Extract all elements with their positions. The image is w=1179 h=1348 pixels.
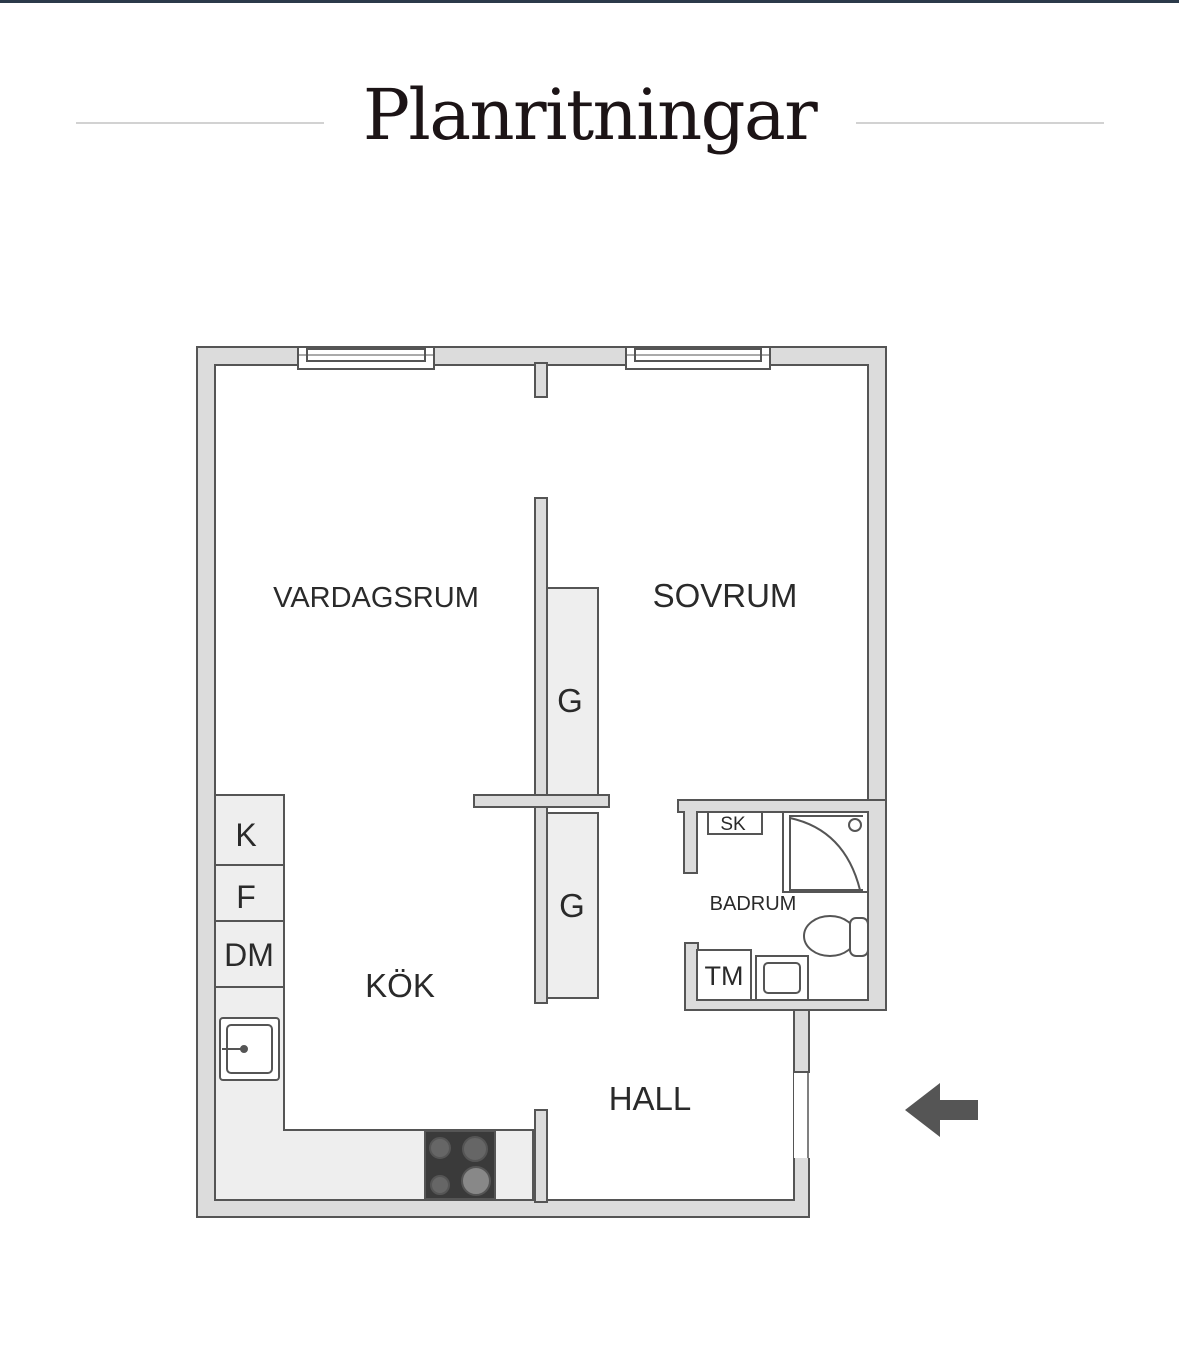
header: Planritningar [0, 60, 1179, 180]
washer-tm [696, 949, 752, 1001]
top-border [0, 0, 1179, 3]
wardrobe-upper [546, 587, 599, 801]
bathroom-wall [677, 799, 887, 1011]
room-hall: HALL [609, 1080, 692, 1117]
stove [424, 1130, 496, 1200]
closet-label: SK [720, 814, 746, 835]
wardrobe-lower-label: G [559, 887, 585, 924]
shower [782, 811, 869, 893]
wall-stub-top [534, 362, 548, 398]
hall-wall [534, 1109, 548, 1203]
wardrobe-lower [546, 812, 599, 999]
window-sovrum [625, 346, 771, 370]
title-rule-left [76, 122, 324, 124]
dishwasher-label: DM [224, 937, 274, 973]
toilet [803, 915, 869, 957]
page-title: Planritningar [362, 74, 818, 156]
arrow-left-icon [905, 1083, 978, 1137]
room-sovrum: SOVRUM [653, 577, 798, 614]
washer-label: TM [705, 961, 744, 991]
window-vardagsrum [297, 346, 435, 370]
room-vardagsrum: VARDAGSRUM [273, 582, 479, 614]
bathroom-wall-stub [793, 1009, 810, 1073]
kitchen-counter [214, 794, 534, 1201]
fridge-label: K [235, 817, 256, 853]
room-kok: KÖK [365, 967, 435, 1004]
wall-cross [473, 794, 610, 808]
room-badrum: BADRUM [710, 893, 797, 915]
wardrobe-upper-label: G [557, 682, 583, 719]
freezer-label: F [236, 879, 256, 915]
central-wall [534, 497, 548, 1004]
title-rule-right [856, 122, 1104, 124]
entrance-opening [794, 1072, 814, 1158]
kitchen-sink [219, 1017, 280, 1081]
washbasin [755, 955, 809, 1001]
closet-sk [707, 811, 763, 835]
